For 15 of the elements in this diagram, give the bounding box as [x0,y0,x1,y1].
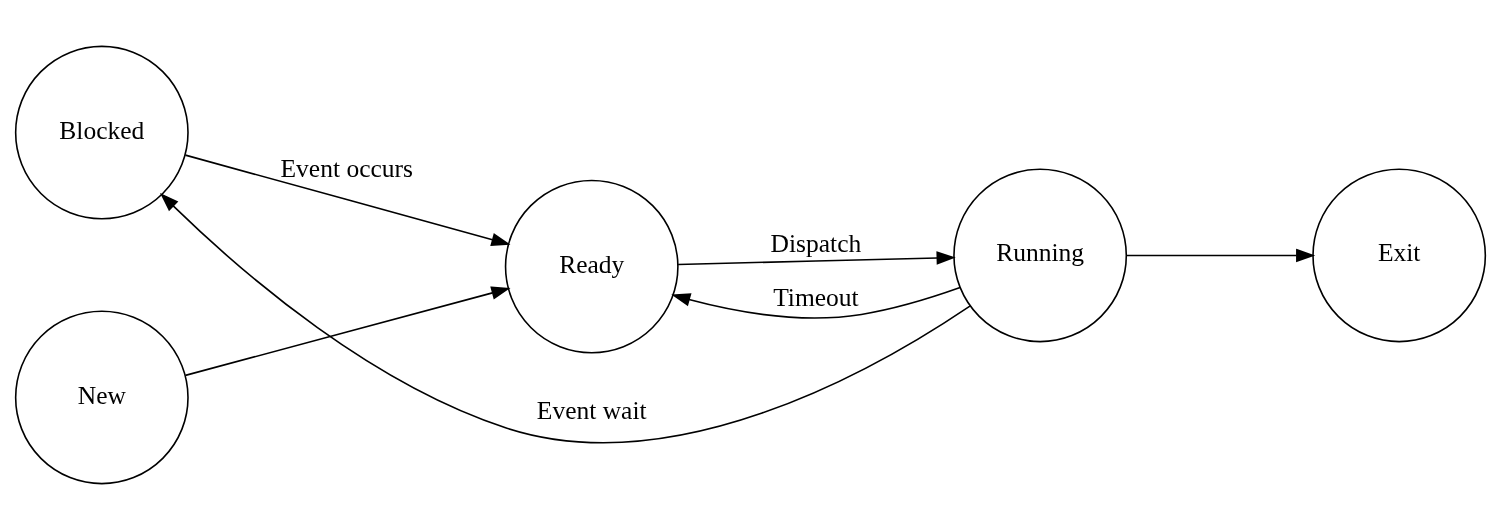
edge-label: Event occurs [280,153,414,183]
arrow [1125,248,1316,263]
node-circle: Ready [504,179,679,354]
arrow [184,286,511,377]
node-circle: Exit [1312,168,1487,343]
arrow [184,154,511,247]
node-circle: Blocked [14,45,189,220]
node-circle: New [14,310,189,485]
edge-label: Dispatch [770,228,862,258]
arrow [160,192,971,444]
edge-label: Timeout [773,283,859,313]
node-circle: Running [953,168,1128,343]
arrow [671,286,961,319]
edge-label: Event wait [536,396,647,426]
arrow [677,251,956,266]
